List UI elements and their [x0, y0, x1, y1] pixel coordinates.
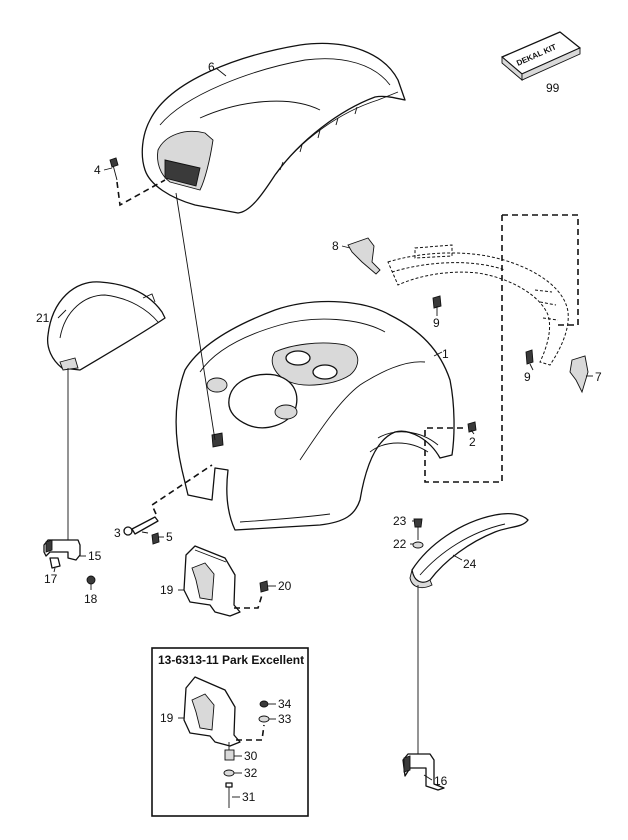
callout-24: 24	[463, 557, 477, 571]
decal-kit-part[interactable]: DEKAL KIT	[501, 31, 581, 81]
callout-19-main: 19	[160, 583, 174, 597]
callout-6: 6	[208, 60, 215, 74]
bracket-part-19-inset[interactable]	[183, 676, 241, 747]
callout-31: 31	[242, 790, 256, 804]
callout-21: 21	[36, 311, 50, 325]
bracket-part-19-main[interactable]	[183, 545, 241, 617]
dashed-guide-extension-top	[502, 214, 579, 326]
washer-part-33[interactable]	[258, 715, 270, 723]
clip-part-9-top[interactable]	[432, 295, 442, 309]
nut-part-34[interactable]	[259, 700, 269, 708]
nut-part-18[interactable]	[86, 575, 96, 585]
dashed-guide-20	[234, 594, 263, 609]
mudguard-extension-part[interactable]	[387, 244, 569, 366]
spacer-part-30[interactable]	[224, 749, 235, 761]
bracket-part-15[interactable]	[43, 539, 81, 561]
callout-2: 2	[469, 435, 476, 449]
callout-34: 34	[278, 697, 292, 711]
callout-32: 32	[244, 766, 258, 780]
callout-19-inset: 19	[160, 711, 174, 725]
bracket-part-7[interactable]	[569, 355, 589, 394]
callout-1: 1	[442, 347, 449, 361]
clip-part-5[interactable]	[151, 532, 160, 545]
bolt-part-31[interactable]	[225, 782, 233, 808]
washer-part-22[interactable]	[412, 541, 424, 549]
dashed-guide-4	[116, 179, 166, 207]
screw-part-20[interactable]	[259, 580, 269, 593]
callout-33: 33	[278, 712, 292, 726]
callout-99: 99	[546, 81, 560, 95]
callout-17: 17	[44, 572, 58, 586]
mudflap-part-24[interactable]	[409, 513, 529, 589]
callout-5: 5	[166, 530, 173, 544]
screw-part-4[interactable]	[109, 157, 119, 181]
bracket-part-8[interactable]	[347, 237, 381, 275]
callout-9-right: 9	[524, 370, 531, 384]
callout-7: 7	[595, 370, 602, 384]
inset-box-title: 13-6313-11 Park Excellent	[158, 653, 304, 667]
callout-22: 22	[393, 537, 407, 551]
callout-23: 23	[393, 514, 407, 528]
callout-15: 15	[88, 549, 102, 563]
screw-part-2[interactable]	[467, 421, 477, 433]
callout-9-top: 9	[433, 316, 440, 330]
callout-leaders	[53, 67, 593, 798]
dashed-guide-inset	[236, 724, 265, 741]
callout-8: 8	[332, 239, 339, 253]
side-cover-part-21[interactable]	[46, 281, 166, 371]
leader-6-1	[175, 192, 216, 441]
callout-20: 20	[278, 579, 292, 593]
inset-box-park-excellent: 13-6313-11 Park Excellent	[151, 647, 309, 817]
washer-part-32[interactable]	[223, 769, 235, 777]
fender-body-part-1[interactable]	[175, 300, 455, 531]
callout-16: 16	[434, 774, 448, 788]
screw-part-23[interactable]	[413, 518, 423, 540]
pin-part-3[interactable]	[123, 516, 159, 536]
bracket-part-16[interactable]	[402, 753, 445, 791]
hood-cover-part[interactable]	[141, 42, 406, 214]
dashed-guide-3	[150, 464, 213, 515]
callout-30: 30	[244, 749, 258, 763]
bolt-part-17[interactable]	[49, 557, 61, 569]
callout-4: 4	[94, 163, 101, 177]
clip-part-9-right[interactable]	[525, 349, 534, 365]
callout-18: 18	[84, 592, 98, 606]
dashed-guide-extension-bottom	[424, 215, 503, 483]
callout-3: 3	[114, 526, 121, 540]
